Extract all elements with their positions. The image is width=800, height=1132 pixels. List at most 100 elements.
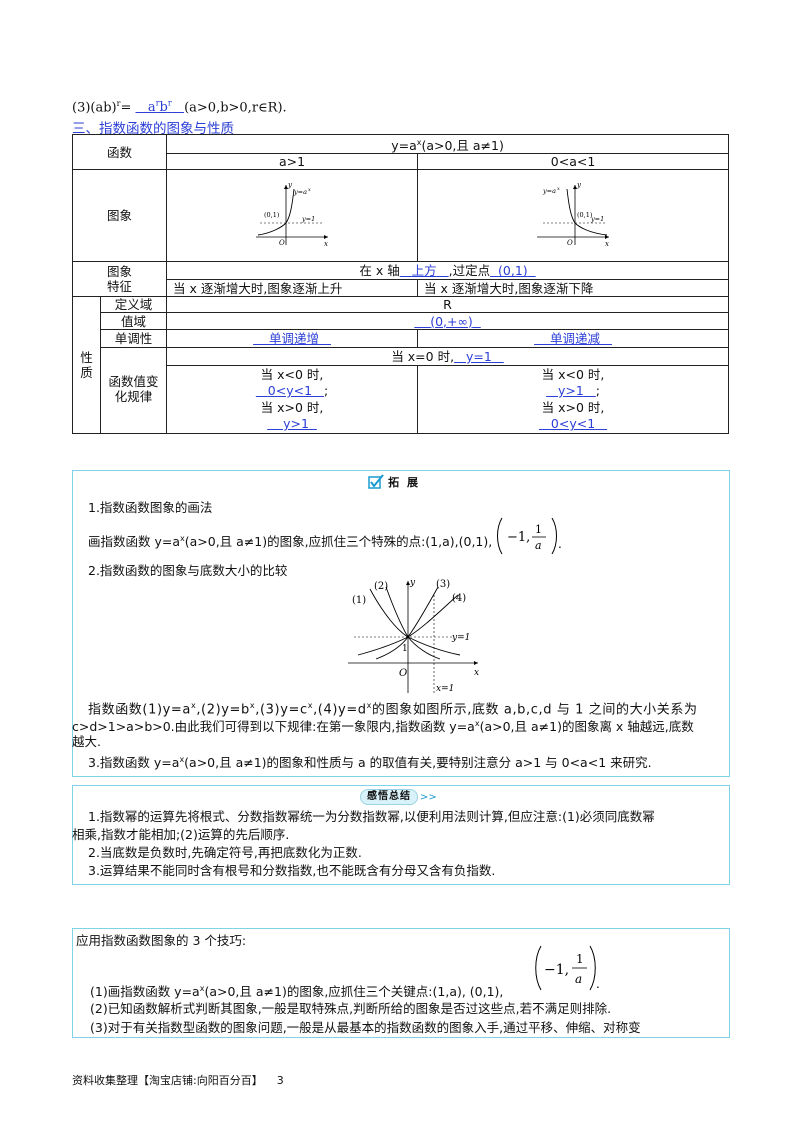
g1-point: (0,1) <box>264 211 280 219</box>
formula-answer-a: a <box>147 100 156 116</box>
func-def-sup: x <box>416 138 422 147</box>
graph-label-3: (3) <box>436 579 450 590</box>
graph-label-1: (1) <box>352 595 366 606</box>
summary-badge: 感悟总结 >> <box>360 789 437 805</box>
box1-item2-title: 2.指数函数的图象与底数大小的比较 <box>88 563 288 578</box>
box1-item1-line: 画指数函数 y=ax(a>0,且 a≠1)的图象,应抓住三个特殊的点:(1,a)… <box>88 530 492 550</box>
domain-label-cell: 定义域 <box>99 296 168 314</box>
graph-decreasing: y y=a x (0,1) y=1 O x <box>537 181 610 248</box>
rule1-b-ans: y>1 <box>267 416 317 431</box>
func-def: y=a <box>391 138 417 154</box>
p2-l2b: (a>0,且 a≠1)的图象离 x 轴越远,底数 <box>479 719 694 735</box>
prop-label-1: 性 <box>80 350 93 366</box>
page-number: 3 <box>276 1074 284 1087</box>
g2-yaxis: y <box>576 181 582 189</box>
graph-label-2: (2) <box>374 581 388 592</box>
mono2-text: 单调递减 <box>550 331 601 347</box>
feature2: 当 x 逐渐增大时,图象逐渐下降 <box>424 280 594 296</box>
box1-item3b: (a>0,且 a≠1)的图象和性质与 a 的取值有关,要特别注意分 a>1 与 … <box>184 755 652 771</box>
p2-sup3: x <box>307 701 314 710</box>
feature-label-cell: 图象特征 <box>71 261 168 298</box>
p2-l1e: 的图象如图所示,底数 a,b,c,d 与 1 之间的大小关系为 <box>372 702 698 718</box>
box1-pt: −1, <box>507 530 530 545</box>
properties-table: 函数 y=ax(a>0,且 a≠1) a>1 0<a<1 图象 y y=a x … <box>71 133 730 435</box>
rule-label-2: 化规律 <box>114 388 153 404</box>
rule-label-1: 函数值变 <box>108 373 159 389</box>
feature-common-ans1-text: 上方 <box>411 263 437 279</box>
feature-label-1: 图象 <box>107 264 133 280</box>
special-cell: 当 x=0 时, y=1 <box>166 347 730 367</box>
rule1-b-pre: 当 x>0 时, <box>260 399 324 415</box>
g2-origin: O <box>567 239 573 247</box>
p2-l1d: ,(4)y=d <box>313 702 367 718</box>
feature1: 当 x 逐渐增大时,图象逐渐上升 <box>173 280 343 296</box>
formula-prefix-sup: r <box>116 99 121 108</box>
rule2-a-ans: y>1 <box>546 383 596 398</box>
rule2-a-pre: 当 x<0 时, <box>541 366 605 382</box>
feature-common-ans2: (0,1) <box>490 263 536 278</box>
case1-label: a>1 <box>278 154 306 170</box>
domain-value: R <box>443 297 452 313</box>
graph-hline: y=1 <box>451 633 470 643</box>
feature2-cell: 当 x 逐渐增大时,图象逐渐下降 <box>417 279 730 298</box>
graph-label-4: (4) <box>452 593 466 604</box>
p2-sup2: x <box>249 701 256 710</box>
g2-curve-sup: x <box>557 186 560 192</box>
box1-point-svg: −1, 1 a . <box>497 517 562 555</box>
box1-para2-line3: 越大. <box>72 734 101 749</box>
feature-common-mid: ,过定点 <box>448 263 491 279</box>
p2-l1a: 指数函数(1)y=a <box>88 702 191 718</box>
tips-line1: (1)画指数函数 y=ax(a>0,且 a≠1)的图象,应抓住三个关键点:(1,… <box>90 980 503 1000</box>
graph-xaxis: x <box>474 668 479 678</box>
tips-line2: (2)已知函数解析式判断其图象,一般是取特殊点,判断所给的图象是否过这些点,若不… <box>90 1001 612 1016</box>
mono2: 单调递减 <box>534 331 612 346</box>
box1-item1-text: 画指数函数 y=a <box>88 534 181 550</box>
summary-arrows: >> <box>420 791 437 803</box>
summary-line3: 2.当底数是负数时,先确定符号,再把底数化为正数. <box>88 845 362 860</box>
prop-label-2: 质 <box>80 365 93 381</box>
graph2-cell: y y=a x (0,1) y=1 O x <box>417 169 730 263</box>
p2-l1c: ,(3)y=c <box>255 702 308 718</box>
feature1-cell: 当 x 逐渐增大时,图象逐渐上升 <box>166 279 419 298</box>
rule-label-cell: 函数值变化规律 <box>99 365 168 435</box>
box1-item1-end: . <box>558 537 562 551</box>
extension-badge-text: 拓 展 <box>388 476 420 489</box>
formula-line: (3)(ab)r= arbr (a>0,b>0,r∈R). <box>72 99 287 115</box>
extension-box <box>72 470 730 777</box>
summary-line2: 相乘,指数才能相加;(2)运算的先后顺序. <box>72 827 290 842</box>
g2-point: (0,1) <box>577 211 593 219</box>
rule2-cell: 当 x<0 时, y>1 ; 当 x>0 时, 0<y<1 <box>417 365 730 435</box>
p2-l1b: ,(2)y=b <box>196 702 250 718</box>
footer-text: 资料收集整理【淘宝店铺:向阳百分百】 <box>72 1074 263 1087</box>
box1-frac-den: a <box>535 539 542 552</box>
graph-increasing: y y=a x (0,1) y=1 O x <box>256 181 329 248</box>
tips-point-svg: −1, 1 a . <box>535 945 600 991</box>
box1-item3: 3.指数函数 y=ax(a>0,且 a≠1)的图象和性质与 a 的取值有关,要特… <box>88 751 652 771</box>
feature-common-cell: 在 x 轴 上方 ,过定点 (0,1) <box>166 261 730 281</box>
rule2-b-ans: 0<y<1 <box>539 416 607 431</box>
mono1-cell: 单调递增 <box>166 329 419 349</box>
range-value-cell: (0,+∞) <box>166 312 730 331</box>
formula-answer-b: b <box>159 100 168 116</box>
graph-vline: x=1 <box>436 684 454 694</box>
graph-yaxis: y <box>409 578 416 588</box>
box1-item1-sup: x <box>180 534 185 543</box>
tips-pt: −1, <box>544 962 569 978</box>
formula-answer-sup1: r <box>155 99 160 108</box>
feature-common-ans2-text: (0,1) <box>498 263 528 279</box>
feature-common-ans1: 上方 <box>400 263 449 278</box>
tips-line1a: (1)画指数函数 y=a <box>90 984 200 1000</box>
tips-frac-num: 1 <box>576 952 584 966</box>
p2-sup4: x <box>366 701 373 710</box>
tips-point-paren: −1, 1 a . <box>534 944 604 992</box>
g1-curve: y=a <box>293 188 307 196</box>
feature-common-pre: 在 x 轴 <box>359 263 400 279</box>
box1-item3-sup: x <box>179 755 185 764</box>
rule1-b-ans-text: y>1 <box>283 416 309 432</box>
special-ans: y=1 <box>454 349 504 364</box>
func-label: 函数 <box>107 144 133 160</box>
domain-label: 定义域 <box>114 297 153 313</box>
mono1-text: 单调递增 <box>269 331 320 347</box>
mono1: 单调递增 <box>253 331 331 346</box>
domain-value-cell: R <box>166 296 730 314</box>
